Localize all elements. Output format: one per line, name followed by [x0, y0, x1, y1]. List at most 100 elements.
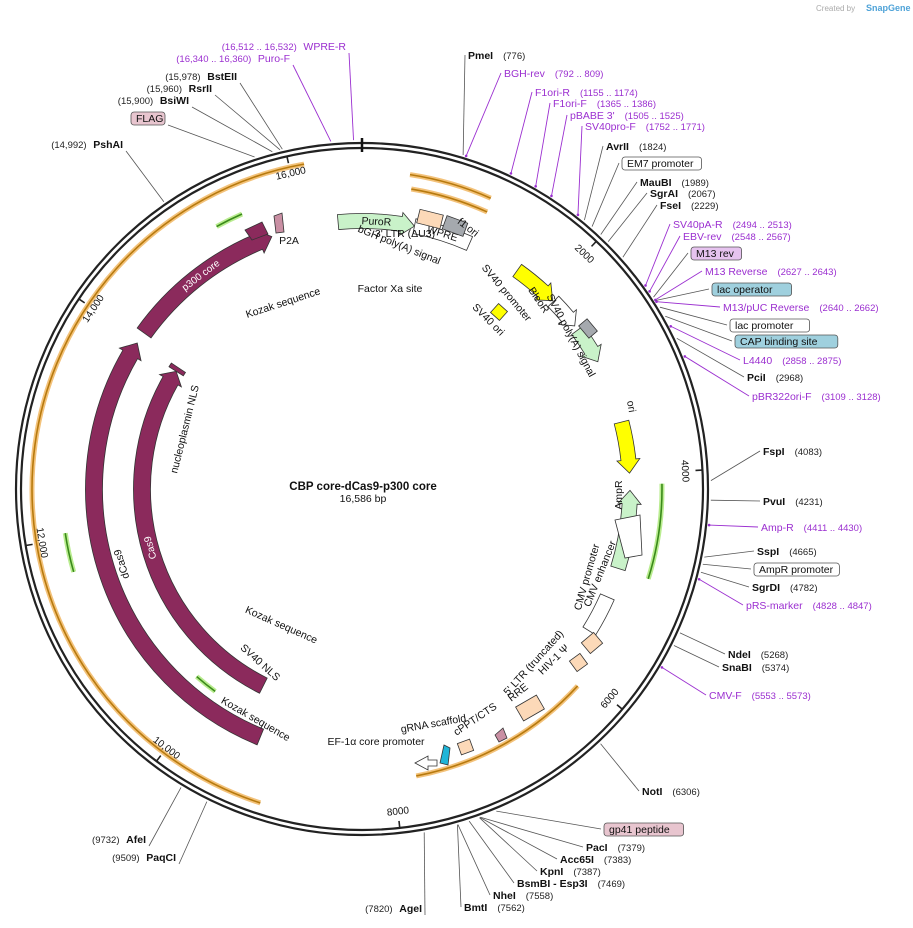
site-label-paqci[interactable]: (9509) PaqCI — [112, 852, 176, 864]
site-label-pshai[interactable]: (14,992) PshAI — [51, 139, 123, 151]
kozak-marker[interactable] — [244, 221, 269, 241]
feature-box-em7-promoter[interactable] — [621, 156, 702, 171]
site-position: (5374) — [762, 663, 789, 674]
tick-label: 12,000 — [34, 527, 50, 559]
box-hiv-psi[interactable] — [568, 652, 589, 673]
site-label-maubi[interactable]: MauBI(1989) — [640, 177, 709, 189]
site-label-rsrii[interactable]: (15,960) RsrII — [147, 83, 212, 95]
site-label-f1ori-r[interactable]: F1ori-R(1155 .. 1174) — [535, 87, 638, 99]
site-label-fspi[interactable]: FspI (4083) — [763, 446, 822, 458]
leader-paci — [480, 816, 584, 848]
feature-box-label-em7-promoter: EM7 promoter — [627, 158, 694, 170]
leader-rsrii — [214, 94, 281, 151]
site-name: NdeI — [728, 649, 751, 661]
gp41-marker[interactable] — [494, 727, 508, 743]
tick-label: 8000 — [386, 805, 410, 818]
box-5-ltr[interactable] — [580, 631, 604, 655]
site-name: BsiWI — [160, 95, 189, 107]
site-label-l4440[interactable]: L4440(2858 .. 2875) — [743, 355, 841, 367]
leader-ebv-rev — [649, 235, 681, 292]
site-label-kpni[interactable]: KpnI(7387) — [540, 866, 601, 878]
site-label-pcii[interactable]: PciI(2968) — [747, 372, 803, 384]
feature-box-cap-binding-site[interactable] — [734, 334, 839, 349]
site-position: (2548 .. 2567) — [732, 232, 791, 243]
site-label-afei[interactable]: (9732) AfeI — [92, 834, 146, 846]
site-label-agei[interactable]: (7820) AgeI — [365, 903, 422, 915]
site-name: NheI — [493, 890, 516, 902]
box-sv40-ori[interactable] — [489, 302, 509, 322]
site-label-sv40pa-r[interactable]: SV40pA-R(2494 .. 2513) — [673, 219, 792, 231]
feature-box-lac-operator[interactable] — [711, 282, 792, 297]
feature-dcas9[interactable] — [85, 342, 265, 746]
orf-arc — [31, 163, 305, 804]
site-label-amp-r[interactable]: Amp-R(4411 .. 4430) — [761, 522, 862, 534]
site-name: PacI — [586, 842, 608, 854]
credit-text: Created by — [816, 4, 855, 13]
site-label-bgh-rev[interactable]: BGH-rev(792 .. 809) — [504, 68, 603, 80]
site-label-m13-puc-reverse[interactable]: M13/pUC Reverse(2640 .. 2662) — [723, 302, 879, 314]
box-cppt-cts[interactable] — [456, 738, 475, 756]
site-label-ebv-rev[interactable]: EBV-rev(2548 .. 2567) — [683, 231, 791, 243]
site-label-pmei[interactable]: PmeI(776) — [468, 50, 525, 62]
site-label-fsei[interactable]: FseI(2229) — [660, 200, 718, 212]
site-position: (4083) — [795, 447, 822, 458]
primer-site-dot — [669, 324, 673, 328]
site-label-bsiwi[interactable]: (15,900) BsiWI — [118, 95, 189, 107]
feature-p300-core[interactable] — [136, 229, 273, 339]
ampr-promoter-arrow[interactable] — [614, 514, 643, 559]
site-label-pbr322ori-f[interactable]: pBR322ori-F(3109 .. 3128) — [752, 391, 881, 403]
feature-sv40-promoter[interactable] — [547, 295, 577, 327]
site-position: (6306) — [672, 787, 699, 798]
site-label-sgrdi[interactable]: SgrDI(4782) — [752, 582, 817, 594]
site-label-sgrai[interactable]: SgrAI(2067) — [650, 188, 715, 200]
site-label-puro-f[interactable]: (16,340 .. 16,360) Puro-F — [176, 53, 290, 65]
site-label-ndei[interactable]: NdeI(5268) — [728, 649, 788, 661]
feature-ori[interactable] — [613, 419, 641, 474]
feature-box-m13-rev[interactable] — [690, 246, 742, 261]
site-label-cmv-f[interactable]: CMV-F(5553 .. 5573) — [709, 690, 811, 702]
feature-f1-ori[interactable] — [512, 263, 554, 302]
box-3-ltr[interactable] — [416, 208, 444, 230]
site-label-pvui[interactable]: PvuI(4231) — [763, 496, 823, 508]
site-name: KpnI — [540, 866, 563, 878]
feature-nucleoplasmin-nls[interactable] — [168, 362, 187, 377]
feature-box-ampr-promoter[interactable] — [753, 562, 840, 577]
site-label-bsmbi-esp3i[interactable]: BsmBI - Esp3I(7469) — [517, 878, 625, 890]
site-label-wpre-r[interactable]: (16,512 .. 16,532) WPRE-R — [222, 41, 347, 53]
site-label-bsteii[interactable]: (15,978) BstEII — [165, 71, 237, 83]
grna-scaffold-arrow[interactable] — [439, 744, 451, 766]
site-label-f1ori-f[interactable]: F1ori-F(1365 .. 1386) — [553, 98, 656, 110]
site-label-m13-reverse[interactable]: M13 Reverse(2627 .. 2643) — [705, 266, 837, 278]
site-position: (4231) — [795, 497, 822, 508]
site-label-sspi[interactable]: SspI(4665) — [757, 546, 817, 558]
reverse-orf-arc-halo — [645, 483, 665, 580]
site-label-bmti[interactable]: BmtI(7562) — [464, 902, 525, 914]
box-rre[interactable] — [515, 694, 545, 722]
site-position: (2627 .. 2643) — [777, 267, 836, 278]
site-label-acc65i[interactable]: Acc65I(7383) — [560, 854, 631, 866]
flag-marker[interactable] — [273, 212, 285, 234]
site-label-snabi[interactable]: SnaBI(5374) — [722, 662, 789, 674]
feature-box-gp41-peptide[interactable] — [603, 822, 684, 837]
feature-puror[interactable] — [336, 211, 416, 237]
site-label-paci[interactable]: PacI(7379) — [586, 842, 645, 854]
feature-box-lac-promoter[interactable] — [729, 318, 810, 333]
box-bgh-polya[interactable] — [441, 215, 469, 237]
site-position: (16,512 .. 16,532) — [222, 42, 300, 53]
leader-lac-operator — [655, 288, 710, 301]
site-label-pbabe-3[interactable]: pBABE 3'(1505 .. 1525) — [570, 110, 684, 122]
site-position: (15,960) — [147, 84, 185, 95]
ef1a-arrow[interactable] — [414, 755, 438, 771]
box-sv40-polya[interactable] — [578, 318, 598, 339]
site-label-prs-marker[interactable]: pRS-marker(4828 .. 4847) — [746, 600, 872, 612]
site-name: FspI — [763, 446, 785, 458]
site-label-nhei[interactable]: NheI(7558) — [493, 890, 553, 902]
feature-cmv-enhancer[interactable] — [582, 593, 615, 636]
site-label-avrii[interactable]: AvrII(1824) — [606, 141, 666, 153]
site-label-noti[interactable]: NotI(6306) — [642, 786, 700, 798]
feature-box-flag[interactable] — [130, 111, 166, 126]
site-label-sv40pro-f[interactable]: SV40pro-F(1752 .. 1771) — [585, 121, 705, 133]
site-position: (3109 .. 3128) — [822, 392, 881, 403]
feature-box-label-m13-rev: M13 rev — [696, 248, 735, 260]
